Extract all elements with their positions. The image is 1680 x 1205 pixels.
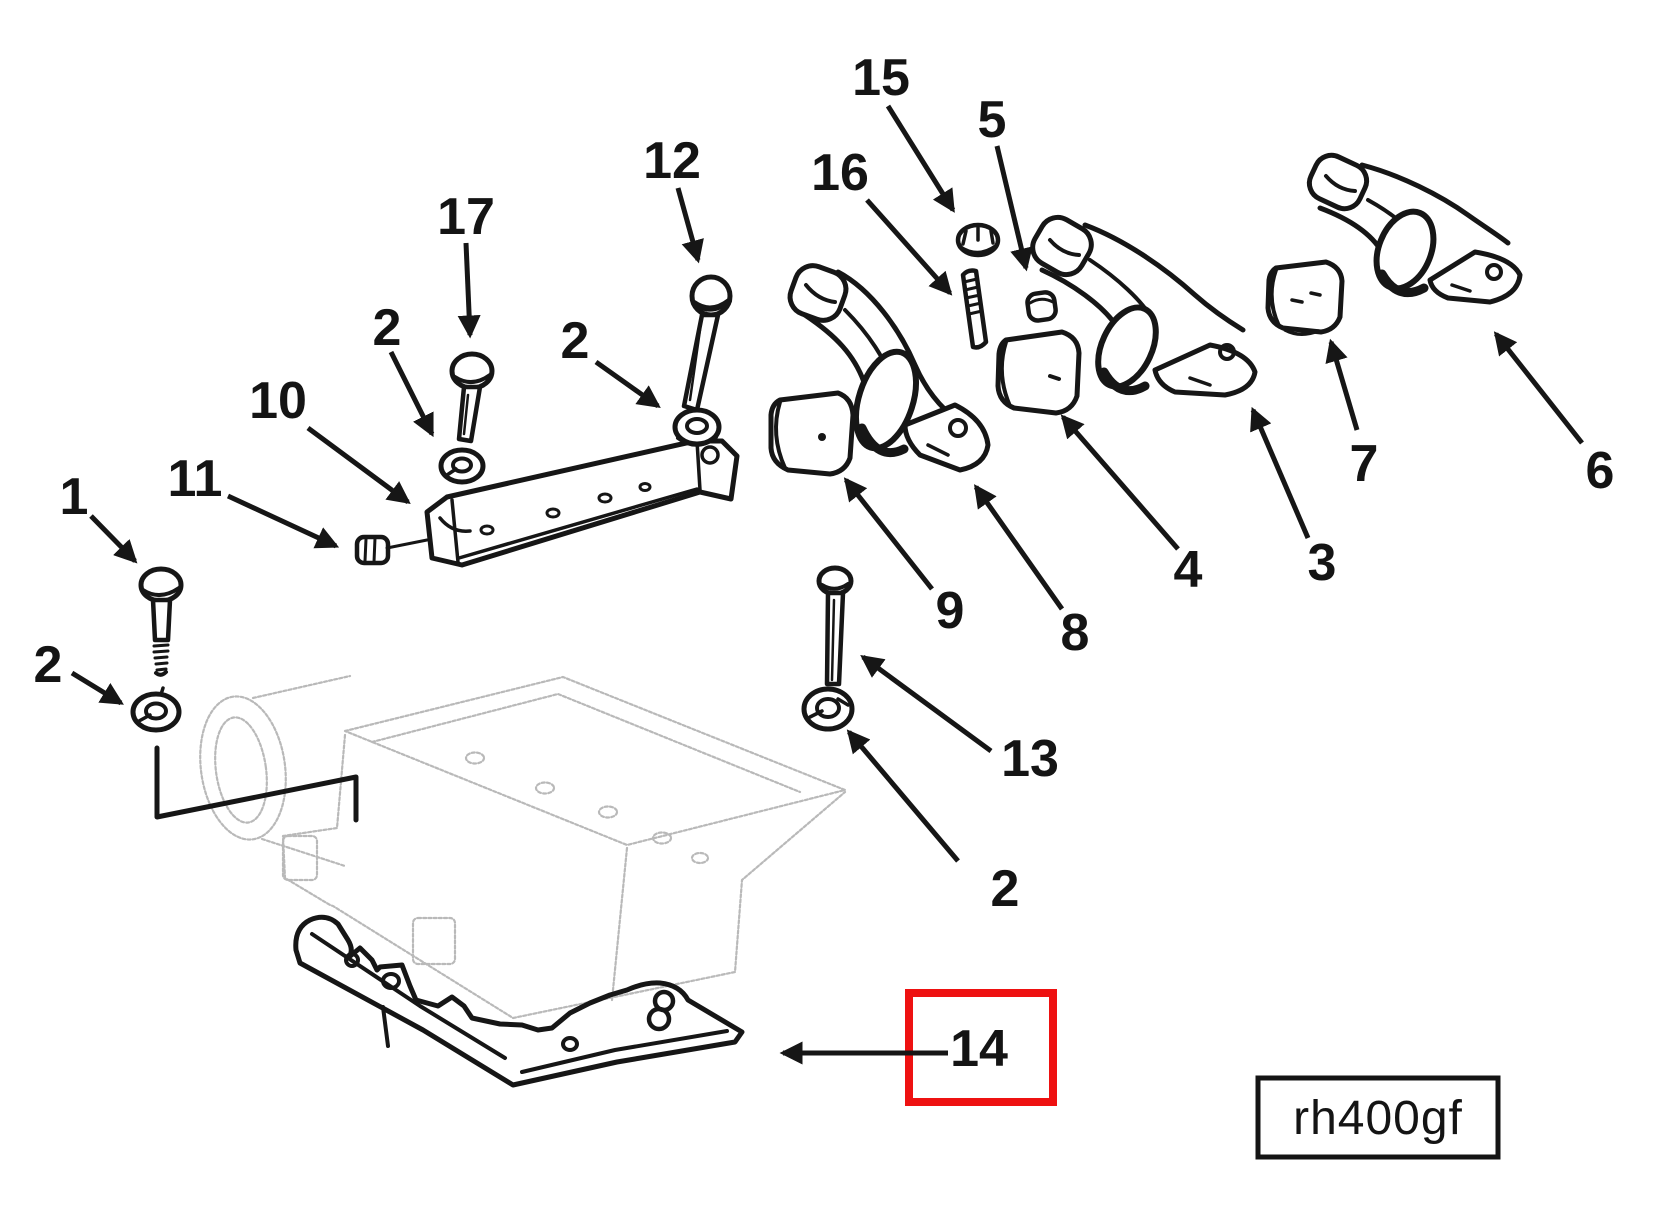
callout-label: 13 xyxy=(1001,730,1059,788)
callout-arrow xyxy=(675,187,704,264)
washer-2-mid xyxy=(438,447,486,485)
callout-label: 12 xyxy=(643,132,701,190)
callout-arrow xyxy=(457,242,481,339)
bolt-12 xyxy=(681,274,733,413)
callout-label: 2 xyxy=(34,636,63,694)
washer-2-bottom xyxy=(801,686,855,732)
callout-arrow xyxy=(226,493,340,549)
highlight-box xyxy=(905,989,1057,1106)
callout-arrow xyxy=(994,145,1033,272)
callout-label: 17 xyxy=(437,188,495,246)
callout-arrow xyxy=(1060,414,1180,551)
callout-label: 9 xyxy=(936,582,965,640)
washer-2-right xyxy=(672,407,722,447)
callout-label: 4 xyxy=(1174,541,1203,599)
callout-label: 16 xyxy=(811,144,869,202)
callout-label: 5 xyxy=(978,91,1007,149)
callout-label: 1 xyxy=(60,468,89,526)
callout-label: 14 xyxy=(950,1020,1008,1078)
callout-arrow xyxy=(865,198,953,296)
rocker-arm-3 xyxy=(1030,214,1258,398)
shaft-bracket-10 xyxy=(424,438,740,568)
bushing-9 xyxy=(768,390,856,477)
cap-5 xyxy=(1025,290,1058,323)
bolt-1 xyxy=(138,566,184,677)
leader-line xyxy=(154,745,359,823)
figure-code-box: rh400gf xyxy=(1255,1075,1501,1160)
callout-arrow xyxy=(843,477,934,591)
rocker-arm-6 xyxy=(1306,152,1523,305)
callout-arrow xyxy=(306,425,411,505)
callout-label: 8 xyxy=(1061,604,1090,662)
callout-arrow xyxy=(846,729,960,863)
nut-15 xyxy=(955,222,1001,258)
bushing-4 xyxy=(995,329,1082,416)
figure-code-label: rh400gf xyxy=(1293,1092,1463,1145)
callout-arrow xyxy=(1325,338,1360,431)
bolt-17 xyxy=(449,351,495,444)
callout-label: 7 xyxy=(1350,435,1379,493)
callout-arrow xyxy=(89,514,138,564)
callout-label: 6 xyxy=(1586,442,1615,500)
callout-arrow xyxy=(1493,331,1584,445)
callout-label: 10 xyxy=(249,372,307,430)
gasket xyxy=(293,914,745,1088)
callout-label: 2 xyxy=(561,312,590,370)
nut-11 xyxy=(354,534,429,566)
washer-2-left xyxy=(130,686,182,733)
figure-code-frame xyxy=(1255,1075,1501,1160)
callout-label: 3 xyxy=(1308,534,1337,592)
callout-arrow xyxy=(70,670,124,706)
callout-arrow xyxy=(1250,406,1311,539)
callout-label: 15 xyxy=(852,49,910,107)
callout-label: 2 xyxy=(991,860,1020,918)
callout-label: 11 xyxy=(168,450,223,508)
rocker-arm-8 xyxy=(787,263,991,473)
callout-arrow xyxy=(885,104,956,213)
callout-arrow xyxy=(594,359,661,409)
callout-label: 2 xyxy=(373,299,402,357)
housing-outline xyxy=(199,674,847,1020)
stud-16 xyxy=(960,268,989,350)
callout-arrow xyxy=(973,484,1065,611)
callout-arrow xyxy=(388,350,435,438)
callout-arrow xyxy=(860,654,993,754)
bolt-13 xyxy=(816,565,854,687)
bushing-7 xyxy=(1265,259,1345,336)
